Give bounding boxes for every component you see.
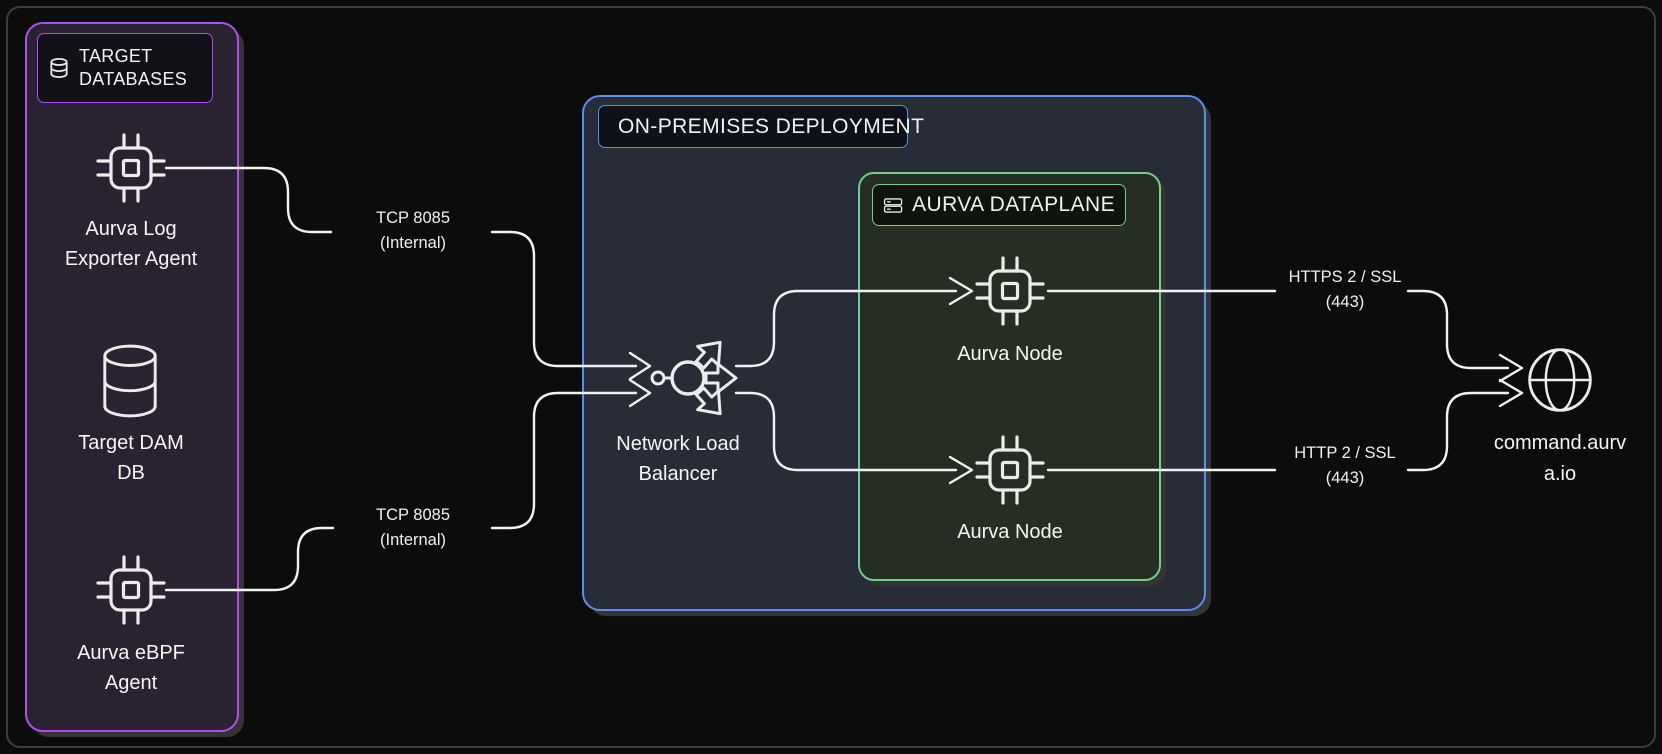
tcp-internal-bottom-label: TCP 8085 (Internal) [313, 503, 513, 553]
arrowhead-into-globe-bottom [1500, 380, 1522, 406]
globe-icon[interactable] [1524, 344, 1596, 416]
load-balancer-label: Network Load Balancer [583, 429, 773, 489]
http-ssl-bottom-label: HTTP 2 / SSL (443) [1245, 441, 1445, 491]
target-databases-title-line1: TARGET [79, 45, 187, 68]
target-databases-title-line2: DATABASES [79, 68, 187, 91]
chip-icon[interactable] [972, 432, 1048, 508]
on-premises-title: ON-PREMISES DEPLOYMENT [618, 115, 924, 139]
ebpf-agent-label: Aurva eBPF Agent [38, 638, 224, 698]
aurva-node-bottom-label: Aurva Node [925, 517, 1095, 547]
database-icon [48, 57, 70, 79]
target-dam-db-label: Target DAM DB [38, 428, 224, 488]
tcp-internal-top-label: TCP 8085 (Internal) [313, 206, 513, 256]
arrowhead-into-globe-top [1500, 355, 1522, 381]
on-premises-header: ON-PREMISES DEPLOYMENT [598, 105, 908, 148]
target-databases-header: TARGET DATABASES [37, 33, 213, 103]
server-stack-icon [883, 194, 903, 217]
load-balancer-icon[interactable] [648, 328, 748, 428]
aurva-node-top-label: Aurva Node [925, 339, 1095, 369]
chip-icon[interactable] [972, 253, 1048, 329]
https-ssl-top-label: HTTPS 2 / SSL (443) [1245, 265, 1445, 315]
command-endpoint-label: command.aurv a.io [1482, 428, 1638, 490]
chip-icon[interactable] [93, 130, 169, 206]
aurva-dataplane-title: AURVA DATAPLANE [912, 193, 1115, 217]
aurva-dataplane-header: AURVA DATAPLANE [872, 184, 1126, 226]
database-icon[interactable] [99, 342, 161, 420]
chip-icon[interactable] [93, 552, 169, 628]
log-exporter-label: Aurva Log Exporter Agent [38, 214, 224, 274]
